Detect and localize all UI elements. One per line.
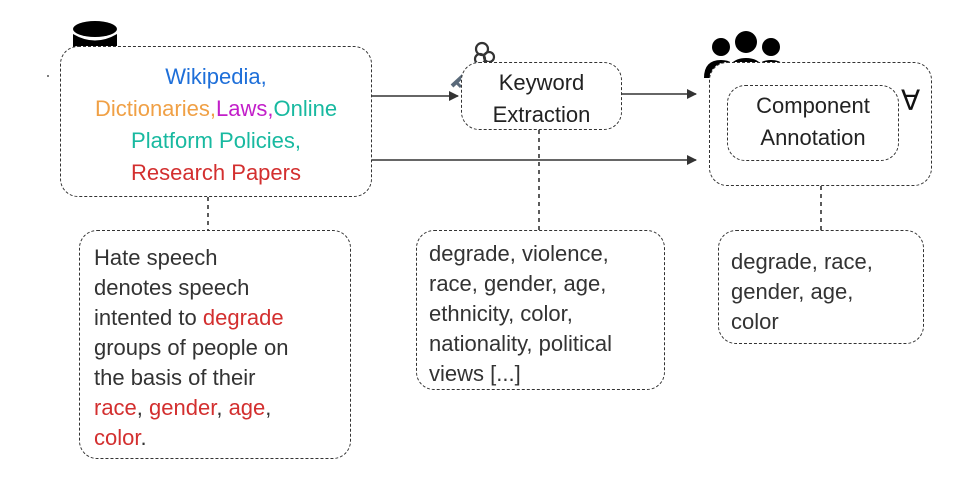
term-degrade: degrade: [202, 305, 284, 330]
keywords-line-4: nationality, political: [429, 331, 613, 356]
component-annotation-line1: Component: [756, 93, 870, 118]
component-annotation-line2: Annotation: [760, 125, 866, 150]
sources-box: Wikipedia, Dictionaries,Laws,Online Plat…: [60, 46, 372, 197]
term-color: color: [94, 425, 141, 450]
definition-line-1: Hate speech: [94, 245, 218, 270]
separator: ,: [136, 395, 150, 420]
separator: ,: [265, 395, 272, 420]
keywords-text: degrade, violence, race, gender, age, et…: [429, 239, 612, 389]
component-annotation-box: Component Annotation: [727, 85, 899, 161]
definition-line-4: groups of people on: [94, 335, 289, 360]
annotators-box: Component Annotation ∀: [709, 62, 932, 186]
keyword-extraction-line1: Keyword: [498, 70, 585, 95]
annotations-line-1: degrade, race,: [731, 249, 873, 274]
keywords-line-3: ethnicity, color,: [429, 301, 573, 326]
period: .: [140, 425, 147, 450]
source-online: Online: [273, 96, 338, 121]
source-platform-policies: Platform Policies,: [131, 128, 301, 153]
source-dictionaries: Dictionaries,: [94, 96, 216, 121]
keyword-extraction-line2: Extraction: [492, 102, 591, 127]
term-gender: gender: [149, 395, 217, 420]
keywords-box: degrade, violence, race, gender, age, et…: [416, 230, 665, 390]
separator: ,: [216, 395, 229, 420]
annotations-line-2: gender, age,: [731, 279, 854, 304]
annotations-line-3: color: [731, 309, 779, 334]
definition-line-2: denotes speech: [94, 275, 250, 300]
keyword-extraction-box: Keyword Extraction: [461, 62, 622, 130]
keywords-line-1: degrade, violence,: [429, 241, 609, 266]
keywords-line-5: views [...]: [429, 361, 521, 386]
term-age: age: [228, 395, 266, 420]
sources-text: Wikipedia, Dictionaries,Laws,Online Plat…: [61, 61, 371, 189]
definition-line-3: intented to: [94, 305, 203, 330]
annotations-text: degrade, race, gender, age, color: [731, 247, 873, 337]
source-research-papers: Research Papers: [131, 160, 301, 185]
stray-dot: [47, 75, 49, 77]
source-laws: Laws,: [215, 96, 274, 121]
source-wikipedia: Wikipedia,: [165, 64, 267, 89]
forall-symbol: ∀: [901, 84, 921, 117]
keywords-line-2: race, gender, age,: [429, 271, 607, 296]
definition-box: Hate speech denotes speech intented to d…: [79, 230, 351, 459]
definition-line-5: the basis of their: [94, 365, 256, 390]
definition-text: Hate speech denotes speech intented to d…: [94, 243, 289, 453]
term-race: race: [94, 395, 137, 420]
annotations-box: degrade, race, gender, age, color: [718, 230, 924, 344]
